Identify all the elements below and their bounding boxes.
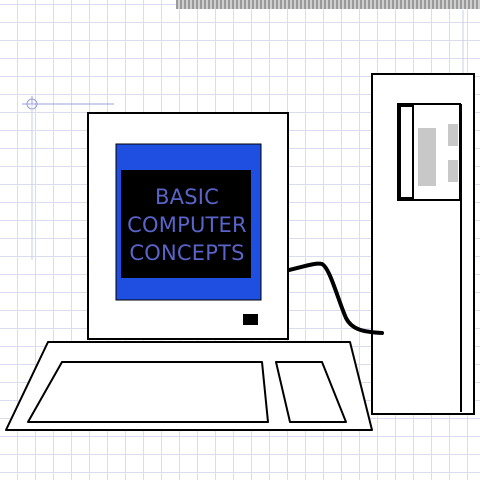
power-button [243, 314, 258, 325]
keyboard-icon [5, 341, 373, 431]
title-line-basic: BASIC [155, 185, 219, 209]
drive-panel [418, 128, 436, 186]
drive-light-top [448, 124, 458, 146]
title-line-computer: COMPUTER [127, 213, 247, 237]
computer-monitor-icon [87, 112, 289, 340]
title-line-concepts: CONCEPTS [129, 241, 245, 265]
cable-icon [278, 261, 384, 335]
tower-case-icon [371, 73, 475, 415]
screen [121, 170, 251, 278]
top-border-band [176, 0, 480, 9]
guide-crosshair [22, 10, 464, 260]
screen-title: BASIC COMPUTER CONCEPTS [122, 172, 252, 278]
drive-slot [399, 105, 414, 199]
drive-light-bottom [448, 160, 458, 182]
